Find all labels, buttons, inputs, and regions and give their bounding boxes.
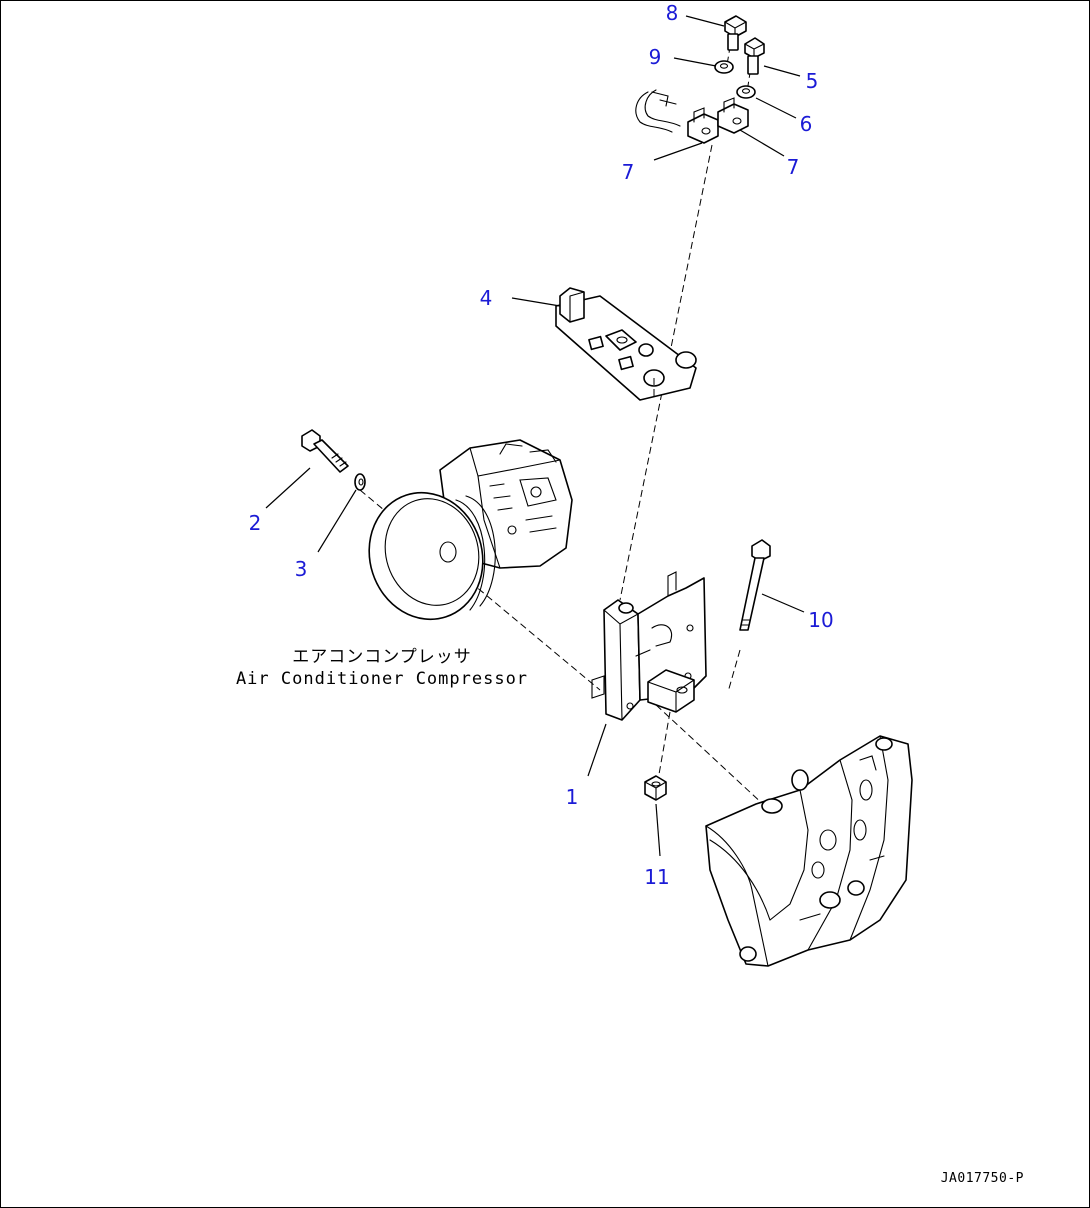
bolt-part-2 — [301, 429, 349, 473]
callout-numbers: 8 9 5 6 7 7 4 2 3 10 1 11 — [249, 1, 834, 889]
callout-2: 2 — [249, 511, 262, 535]
caption-english: Air Conditioner Compressor — [236, 669, 528, 689]
clamp-part-7-right — [717, 97, 749, 134]
engine-mount-bracket — [705, 735, 913, 967]
clamp-part-7-left — [687, 107, 719, 144]
callout-11: 11 — [644, 865, 669, 889]
hose-fragment — [635, 89, 681, 133]
compressor-caption: エアコンコンプレッサ Air Conditioner Compressor — [236, 647, 528, 689]
lower-bracket-part-1 — [591, 571, 707, 721]
upper-bracket-part-4 — [555, 287, 697, 401]
air-conditioner-compressor — [368, 439, 573, 621]
callout-5: 5 — [806, 69, 819, 93]
callout-1: 1 — [566, 785, 579, 809]
washer-part-6 — [736, 85, 756, 99]
washer-part-9 — [714, 60, 734, 74]
callout-6: 6 — [800, 112, 813, 136]
caption-japanese: エアコンコンプレッサ — [292, 647, 472, 667]
callout-10: 10 — [808, 608, 833, 632]
bolt-part-10 — [739, 539, 771, 631]
callout-4: 4 — [480, 286, 493, 310]
callout-3: 3 — [295, 557, 308, 581]
assembly-lines — [359, 34, 781, 821]
callout-7-right: 7 — [787, 155, 800, 179]
callout-7-left: 7 — [622, 160, 635, 184]
nut-part-11 — [644, 775, 667, 801]
callout-9: 9 — [649, 45, 662, 69]
washer-part-3 — [354, 473, 366, 491]
drawing-number: JA017750-P — [941, 1171, 1024, 1186]
bolt-part-8 — [724, 15, 747, 51]
leader-lines — [265, 15, 805, 857]
bolt-part-5 — [744, 37, 765, 75]
callout-8: 8 — [666, 1, 679, 25]
